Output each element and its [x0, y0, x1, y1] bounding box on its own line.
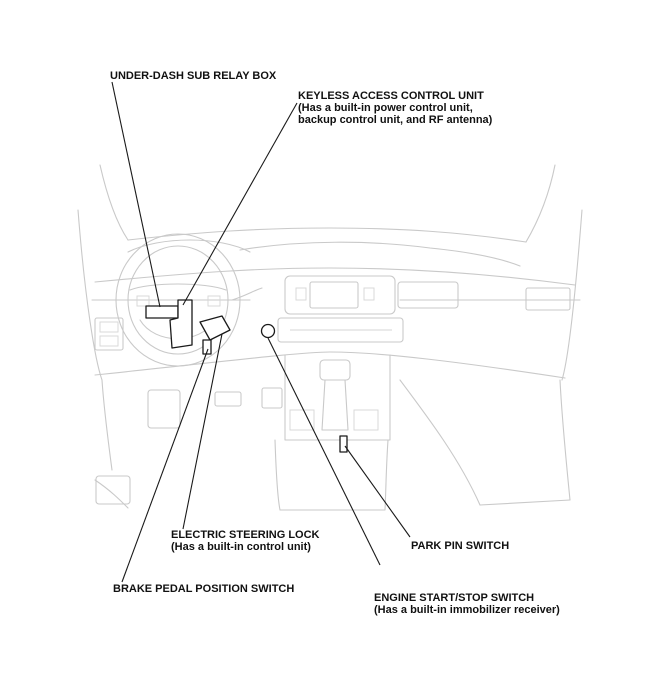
- passenger-footwell-left: [399, 379, 481, 506]
- right-vent-knob: [363, 287, 375, 301]
- center-screen-bezel: [284, 275, 396, 315]
- engine-start-stop-switch: [260, 323, 276, 339]
- brake-pedal-position-switch: [202, 339, 212, 355]
- steering-spoke-upper: [129, 283, 227, 291]
- dash-upper-contour: [239, 241, 521, 267]
- label-under-dash-sub-relay-box: UNDER-DASH SUB RELAY BOX: [110, 70, 277, 82]
- left-switch-a: [99, 321, 119, 333]
- right-dash-panel: [397, 281, 459, 309]
- label-brake-pedal-position-switch: BRAKE PEDAL POSITION SWITCH: [113, 583, 295, 595]
- label-park-pin-switch: PARK PIN SWITCH: [411, 540, 510, 552]
- dash-mid-line: [94, 267, 576, 286]
- keyless-access-control-unit: [169, 299, 193, 349]
- right-a-pillar: [525, 164, 556, 243]
- console-front: [284, 354, 391, 441]
- dash-lower-line: [94, 351, 566, 379]
- dash-top: [127, 227, 527, 243]
- steering-wheel-rim-outer: [115, 233, 241, 367]
- cluster-hood: [127, 239, 251, 253]
- hood-release: [261, 387, 283, 409]
- footwell-floor: [94, 479, 129, 509]
- shifter-boot: [321, 379, 349, 431]
- right-vent: [525, 287, 571, 311]
- console-left-cup: [289, 409, 315, 431]
- climate-panel: [277, 317, 404, 343]
- label-electric-steering-lock: ELECTRIC STEERING LOCK (Has a built-in c…: [171, 529, 320, 553]
- left-vent: [94, 317, 124, 351]
- leader-engine-start: [267, 337, 381, 566]
- leader-steering-lock: [182, 333, 223, 530]
- left-a-pillar: [99, 164, 129, 241]
- passenger-floor: [479, 499, 571, 506]
- leader-keyless: [182, 102, 298, 306]
- left-kick-panel: [101, 379, 113, 471]
- label-engine-start-stop-switch: ENGINE START/STOP SWITCH (Has a built-in…: [374, 592, 560, 616]
- passenger-kick-panel: [559, 379, 571, 501]
- left-door-edge: [77, 209, 103, 381]
- wheel-button-left: [136, 295, 150, 307]
- stalk-right: [231, 287, 263, 301]
- center-screen: [309, 281, 359, 309]
- console-right-cup: [353, 409, 379, 431]
- dead-pedal: [95, 475, 131, 505]
- console-armrest: [274, 439, 389, 511]
- knee-panel-left: [147, 389, 181, 429]
- leader-brake-pedal: [121, 348, 209, 583]
- leader-relay-box: [111, 81, 161, 308]
- wheel-button-right: [207, 295, 221, 307]
- right-door-edge: [561, 209, 583, 381]
- left-switch-b: [99, 335, 119, 347]
- shifter-knob: [319, 359, 351, 381]
- left-vent-knob: [295, 287, 307, 301]
- park-pin-switch: [339, 435, 348, 453]
- steering-wheel-rim-inner: [127, 245, 229, 355]
- knee-panel-slot: [214, 391, 242, 407]
- leader-park-pin: [344, 445, 411, 538]
- electric-steering-lock: [199, 315, 231, 341]
- label-keyless-access-control-unit: KEYLESS ACCESS CONTROL UNIT (Has a built…: [298, 90, 493, 126]
- under-dash-sub-relay-box: [145, 305, 179, 319]
